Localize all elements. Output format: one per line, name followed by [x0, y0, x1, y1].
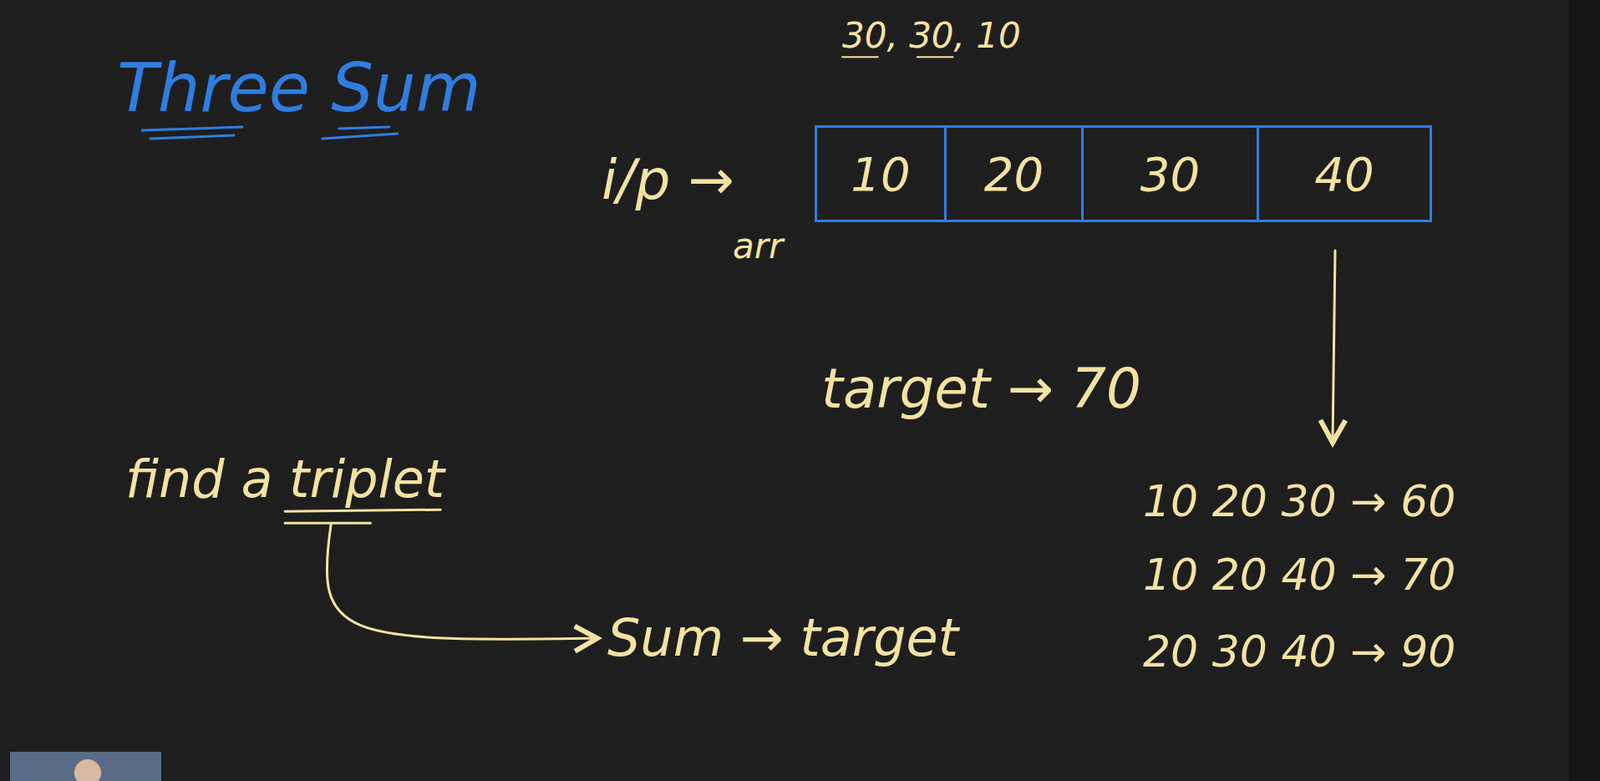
title: Three Sum: [116, 51, 482, 126]
array-cell: 10: [814, 125, 947, 223]
task-note: find a triplet: [125, 451, 445, 508]
title-underline: [150, 135, 234, 139]
curved-arrow: [326, 524, 598, 640]
emphasis-underline: [917, 55, 954, 58]
input-label: i/p →: [601, 150, 735, 212]
triplet-sum: 10 20 30 → 60: [1142, 477, 1456, 526]
side-strip: [1569, 0, 1600, 781]
triplet-sum: 20 30 40 → 90: [1142, 628, 1456, 676]
array-cell: 30: [1081, 125, 1260, 223]
array-value: 20: [984, 147, 1044, 202]
title-underline: [142, 126, 243, 131]
sum-target-note: Sum → target: [607, 609, 959, 667]
target-label: target → 70: [821, 359, 1142, 421]
title-underline: [339, 126, 390, 129]
array-name: arr: [732, 227, 783, 266]
down-arrow: [1332, 250, 1336, 443]
array-cell: 20: [944, 125, 1084, 223]
example-triplet: 30, 30, 10: [842, 16, 1021, 56]
title-underline: [322, 133, 398, 139]
emphasis-underline: [284, 522, 371, 525]
array-value: 10: [850, 147, 910, 202]
array-value: 40: [1314, 147, 1374, 202]
emphasis-underline: [842, 55, 879, 58]
array-cell: 40: [1256, 125, 1433, 223]
emphasis-underline: [284, 509, 441, 512]
webcam-face: [74, 759, 102, 781]
array-value: 30: [1140, 147, 1200, 202]
triplet-sum: 10 20 40 → 70: [1142, 551, 1456, 600]
